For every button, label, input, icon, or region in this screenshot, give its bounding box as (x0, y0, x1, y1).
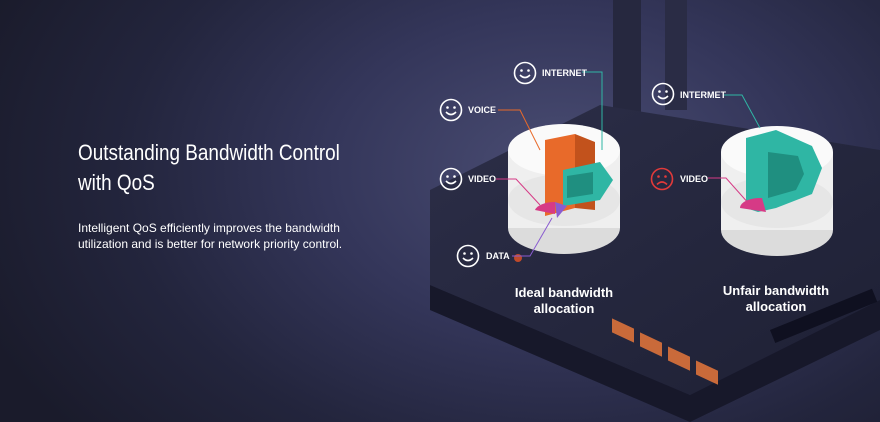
description-line2: utilization and is better for network pr… (78, 237, 343, 251)
router-front (430, 285, 880, 422)
unfair-caption-line2: allocation (745, 299, 807, 314)
antenna-left (613, 0, 641, 120)
unfair-caption: Unfair bandwidth allocation (701, 283, 851, 315)
happy-icon (439, 167, 463, 191)
ideal-video-label: VIDEO (468, 174, 497, 184)
video-slice (535, 201, 555, 214)
ideal-caption-line2: allocation (533, 301, 595, 316)
data-slice (555, 202, 567, 218)
internet-slice-inner (768, 152, 804, 198)
ideal-caption-line1: Ideal bandwidth (514, 285, 614, 300)
ideal-voice-label: VOICE (468, 105, 497, 115)
ideal-bandwidth-cylinder (508, 124, 620, 254)
happy-icon (513, 61, 537, 85)
unfair-video-label: VIDEO (680, 174, 709, 184)
ideal-data-label: DATA (486, 251, 510, 261)
lan-ports (612, 318, 718, 385)
antenna-right (665, 0, 687, 110)
page-title: Outstanding Bandwidth Control with QoS (78, 138, 353, 198)
page-title-line1: Outstanding Bandwidth Control (78, 140, 340, 165)
antenna-base (770, 288, 878, 343)
description-line1: Intelligent QoS efficiently improves the… (78, 221, 340, 235)
ideal-internet-label: INTERNET (542, 68, 587, 78)
ideal-caption: Ideal bandwidth allocation (489, 285, 639, 317)
page-title-line2: with QoS (78, 170, 155, 195)
description: Intelligent QoS efficiently improves the… (78, 220, 378, 252)
happy-icon (439, 98, 463, 122)
happy-icon (651, 82, 675, 106)
unfair-bandwidth-cylinder (721, 126, 833, 256)
happy-icon (456, 244, 480, 268)
unfair-caption-line1: Unfair bandwidth (722, 283, 830, 298)
unfair-internet-label: INTERMET (680, 90, 726, 100)
sad-icon (650, 167, 674, 191)
internet-slice-inner (567, 172, 593, 198)
